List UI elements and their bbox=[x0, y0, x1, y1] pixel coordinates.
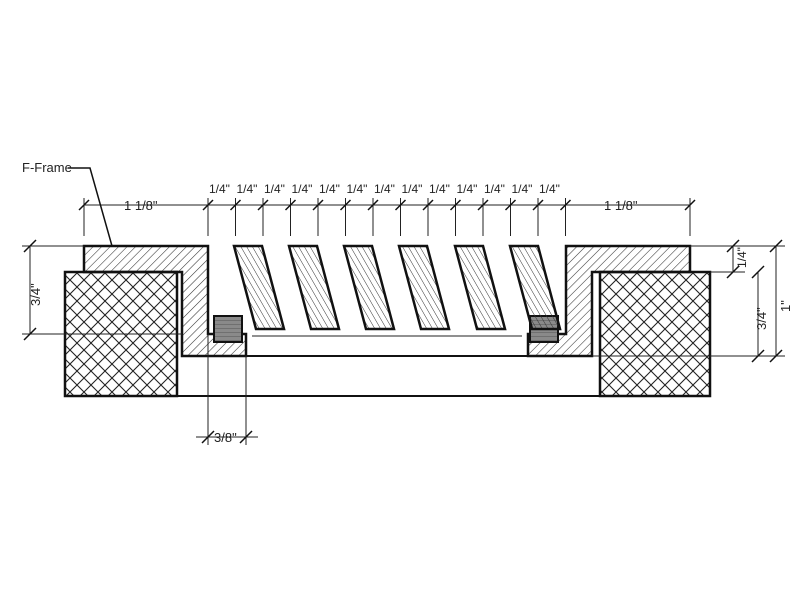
louver-slat bbox=[287, 244, 341, 331]
bottom-tick-left bbox=[201, 430, 215, 444]
slat-spacing-label: 1/4" bbox=[484, 182, 505, 196]
louver-slats bbox=[232, 244, 562, 331]
top-dimension-ticks bbox=[78, 198, 696, 236]
slat-spacing-label: 1/4" bbox=[374, 182, 395, 196]
louver-slat bbox=[397, 244, 451, 331]
right-tick-3 bbox=[751, 265, 765, 279]
dimension-tick bbox=[202, 199, 214, 211]
dimension-tick bbox=[449, 199, 462, 211]
dimension-tick bbox=[284, 199, 297, 211]
slat-spacing-label: 1/4" bbox=[512, 182, 533, 196]
slat-spacing-label: 1/4" bbox=[402, 182, 423, 196]
right-margin-label: 1 1/8" bbox=[604, 198, 638, 213]
bottom-tick-right bbox=[239, 430, 253, 444]
dimension-tick bbox=[339, 199, 352, 211]
left-dim-tick-top bbox=[23, 239, 37, 253]
dimension-tick bbox=[532, 199, 544, 211]
dimension-tick bbox=[367, 199, 379, 211]
louver-slat bbox=[342, 244, 396, 331]
left-insert bbox=[213, 315, 243, 343]
right-top-label: 1/4" bbox=[735, 247, 749, 268]
dimension-tick bbox=[477, 199, 489, 211]
slat-spacing-label: 1/4" bbox=[237, 182, 258, 196]
louver-slat bbox=[453, 244, 507, 331]
dimension-tick bbox=[229, 199, 242, 211]
right-tick-2 bbox=[726, 265, 740, 279]
left-margin-label: 1 1/8" bbox=[124, 198, 158, 213]
dimension-tick bbox=[394, 199, 407, 211]
slat-spacing-label: 1/4" bbox=[457, 182, 478, 196]
left-dim-tick-bottom bbox=[23, 327, 37, 341]
slat-spacing-labels: 1/4" 1/4" 1/4" 1/4" 1/4" 1/4" 1/4" 1/4" 1/4" 1/4"… bbox=[209, 182, 560, 196]
dimension-tick bbox=[504, 199, 517, 211]
right-wall-block bbox=[598, 270, 712, 398]
slat-spacing-label: 1/4" bbox=[264, 182, 285, 196]
slat-spacing-label: 1/4" bbox=[209, 182, 230, 196]
dimension-tick bbox=[257, 199, 269, 211]
f-frame-label: F-Frame bbox=[22, 160, 72, 175]
dimension-tick bbox=[312, 199, 324, 211]
right-tick-6 bbox=[769, 349, 783, 363]
right-total-label: 1" bbox=[778, 300, 793, 312]
slat-spacing-label: 1/4" bbox=[347, 182, 368, 196]
right-tick-5 bbox=[769, 239, 783, 253]
slat-spacing-label: 1/4" bbox=[539, 182, 560, 196]
slat-spacing-label: 1/4" bbox=[429, 182, 450, 196]
left-height-label: 3/4" bbox=[28, 283, 43, 306]
dimension-tick bbox=[78, 199, 90, 211]
louver-slat bbox=[508, 244, 562, 331]
slat-spacing-label: 1/4" bbox=[319, 182, 340, 196]
dimension-tick bbox=[684, 199, 696, 211]
dimension-tick bbox=[422, 199, 434, 211]
right-tick-4 bbox=[751, 349, 765, 363]
right-height-label: 3/4" bbox=[754, 307, 769, 330]
dimension-tick bbox=[559, 199, 572, 211]
bottom-offset-label: 3/8" bbox=[214, 430, 237, 445]
f-frame-leader bbox=[68, 167, 113, 247]
slat-spacing-label: 1/4" bbox=[292, 182, 313, 196]
right-tick-1 bbox=[726, 239, 740, 253]
louver-slat bbox=[232, 244, 286, 331]
